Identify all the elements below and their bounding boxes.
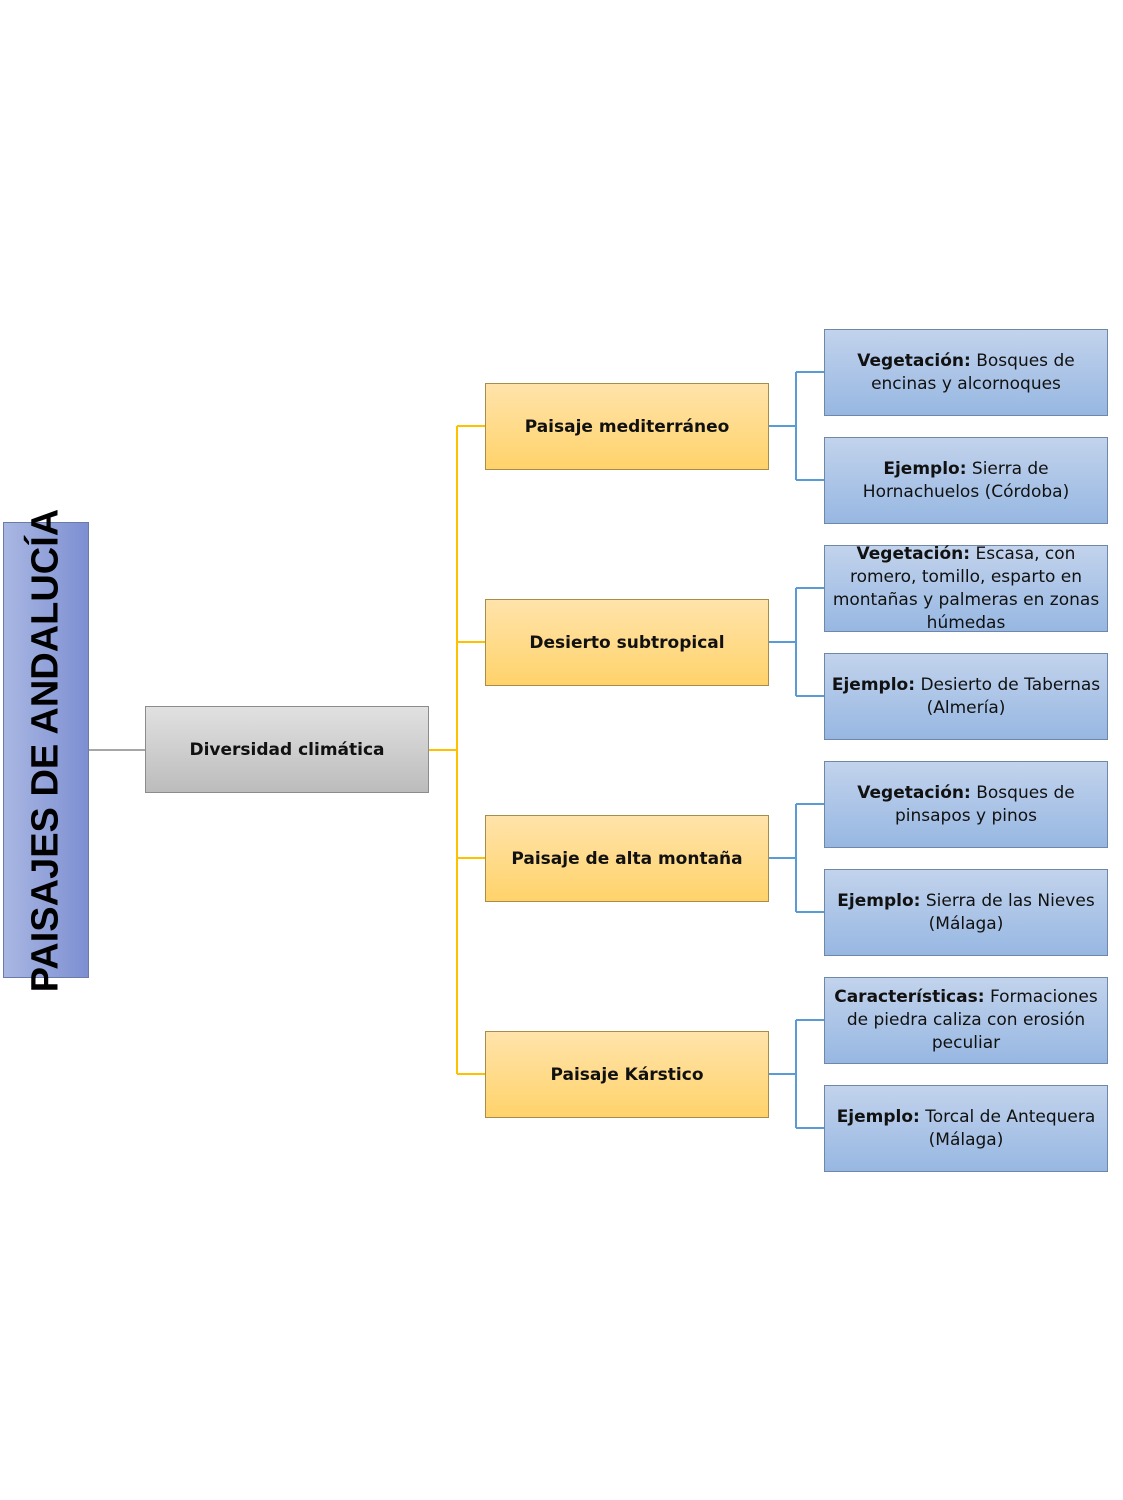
category-node-alta-montana: Paisaje de alta montaña [485,815,769,902]
detail-node-ejemplo: Ejemplo: Sierra de Hornachuelos (Córdoba… [824,437,1108,524]
detail-text: Sierra de las Nieves (Málaga) [925,890,1095,934]
detail-key: Vegetación: [856,543,971,564]
detail-key: Ejemplo: [883,458,967,479]
detail-key: Ejemplo: [836,1106,920,1127]
root-label: Diversidad climática [189,739,385,760]
title-box: PAISAJES DE ANDALUCÍA [3,508,89,992]
category-label: Desierto subtropical [529,632,725,653]
connector-categories-details [769,371,824,1129]
connector-root-categories [429,425,485,1075]
category-node-karstico: Paisaje Kárstico [485,1031,769,1118]
detail-text: Formaciones de piedra caliza con erosión… [846,987,1098,1053]
diagram-title: PAISAJES DE ANDALUCÍA [24,508,67,992]
detail-node-vegetacion: Vegetación: Bosques de encinas y alcorno… [824,329,1108,416]
detail-key: Características: [834,987,985,1007]
detail-key: Vegetación: [857,782,971,803]
category-label: Paisaje mediterráneo [524,416,730,437]
detail-text: Torcal de Antequera (Málaga) [925,1106,1096,1150]
detail-key: Ejemplo: [837,890,921,911]
detail-text: Desierto de Tabernas (Almería) [920,674,1101,718]
detail-node-ejemplo: Ejemplo: Sierra de las Nieves (Málaga) [824,869,1108,956]
detail-node-ejemplo: Ejemplo: Torcal de Antequera (Málaga) [824,1085,1108,1172]
category-label: Paisaje Kárstico [550,1064,704,1085]
detail-text: Bosques de encinas y alcornoques [871,350,1075,394]
root-node: Diversidad climática [145,706,429,793]
category-node-desierto: Desierto subtropical [485,599,769,686]
detail-text: Escasa, con romero, tomillo, esparto en … [832,543,1100,633]
detail-node-vegetacion: Vegetación: Bosques de pinsapos y pinos [824,761,1108,848]
detail-node-ejemplo: Ejemplo: Desierto de Tabernas (Almería) [824,653,1108,740]
detail-key: Ejemplo: [831,674,916,695]
detail-node-vegetacion: Vegetación: Escasa, con romero, tomillo,… [824,543,1108,633]
detail-text: Sierra de Hornachuelos (Córdoba) [862,458,1070,502]
detail-text: Bosques de pinsapos y pinos [894,782,1075,826]
category-node-mediterraneo: Paisaje mediterráneo [485,383,769,470]
category-label: Paisaje de alta montaña [511,848,743,869]
detail-node-caracteristicas: Características: Formaciones de piedra c… [824,977,1108,1064]
detail-key: Vegetación: [857,350,971,371]
